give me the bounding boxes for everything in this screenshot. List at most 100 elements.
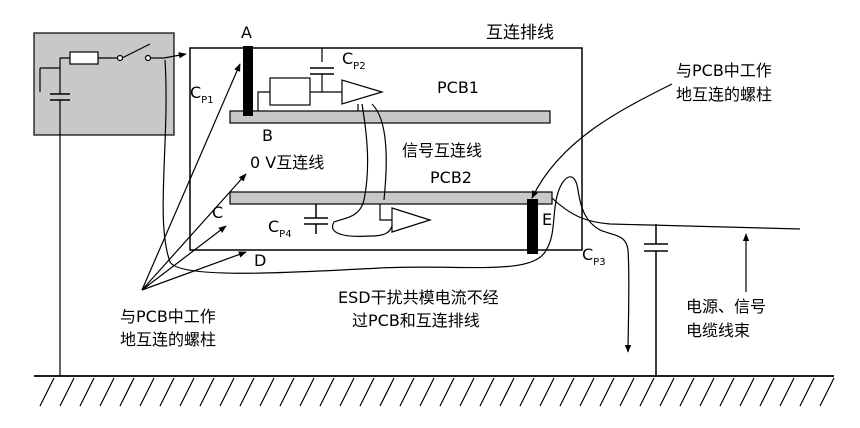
ground-hatch-line bbox=[579, 377, 595, 407]
ground-hatch-line bbox=[139, 377, 155, 407]
switch-icon bbox=[121, 43, 151, 59]
cable-capacitor-icon bbox=[644, 224, 668, 376]
ground-hatch-line bbox=[219, 377, 235, 407]
pcb1: PCB1 A B CP2 bbox=[229, 23, 551, 145]
ground-hatch-line bbox=[199, 377, 215, 407]
zero-v-line-label: 0 V互连线 bbox=[250, 153, 324, 172]
ground-hatch bbox=[39, 377, 835, 407]
ground-hatch-line bbox=[759, 377, 775, 407]
cp1-subscript: P1 bbox=[201, 95, 213, 106]
esd-current-path: CP3 ESD干扰共模电流不经 过PCB和互连排线 bbox=[162, 59, 632, 353]
esd-note-line1: ESD干扰共模电流不经 bbox=[338, 288, 499, 307]
ground-hatch-line bbox=[39, 377, 55, 407]
pcb1-label: PCB1 bbox=[437, 78, 479, 97]
ground-hatch-line bbox=[819, 377, 835, 407]
svg-text:CP3: CP3 bbox=[582, 245, 606, 268]
pcb2-receiver-icon bbox=[391, 207, 432, 233]
ground-hatch-line bbox=[799, 377, 815, 407]
ground-hatch-line bbox=[359, 377, 375, 407]
stud-a-icon bbox=[243, 46, 253, 116]
esd-current-arrow bbox=[162, 59, 632, 353]
ground-hatch-line bbox=[479, 377, 495, 407]
pcb1-driver-icon bbox=[341, 79, 385, 105]
ground-hatch-line bbox=[499, 377, 515, 407]
label-a: A bbox=[241, 23, 252, 42]
label-d: D bbox=[254, 251, 266, 270]
ground-hatch-line bbox=[319, 377, 335, 407]
cp3-label: C bbox=[582, 245, 593, 264]
svg-text:CP4: CP4 bbox=[268, 217, 292, 240]
ground-hatch-line bbox=[659, 377, 675, 407]
ground-hatch-line bbox=[419, 377, 435, 407]
pcb2-board bbox=[229, 191, 553, 205]
label-c: C bbox=[212, 203, 223, 222]
cp1-label: C bbox=[190, 83, 201, 102]
ground-hatch-line bbox=[179, 377, 195, 407]
ground-hatch-line bbox=[159, 377, 175, 407]
title-label: 互连排线 bbox=[486, 23, 554, 43]
ground-hatch-line bbox=[119, 377, 135, 407]
esd-note-line2: 过PCB和互连排线 bbox=[352, 311, 480, 330]
ground-hatch-line bbox=[59, 377, 75, 407]
ground-hatch-line bbox=[699, 377, 715, 407]
signal-interconnect-line bbox=[331, 103, 393, 237]
cp4-subscript: P4 bbox=[279, 229, 291, 240]
ground-hatch-line bbox=[399, 377, 415, 407]
cp2-label: C bbox=[342, 49, 353, 68]
ground-hatch-line bbox=[599, 377, 615, 407]
ground-hatch-line bbox=[519, 377, 535, 407]
cable-line bbox=[551, 197, 801, 230]
esd-generator-box bbox=[33, 32, 175, 136]
ground-hatch-line bbox=[379, 377, 395, 407]
cp4-label: C bbox=[268, 217, 279, 236]
ground-hatch-line bbox=[539, 377, 555, 407]
stud-right-line1: 与PCB中工作 bbox=[676, 61, 772, 80]
svg-text:CP1: CP1 bbox=[190, 83, 214, 106]
signal-line-label: 信号互连线 bbox=[402, 141, 482, 160]
ground-hatch-line bbox=[279, 377, 295, 407]
ground-hatch-line bbox=[719, 377, 735, 407]
ground-hatch-line bbox=[79, 377, 95, 407]
stud-e-icon bbox=[527, 199, 538, 254]
cable-bundle: 电源、信号 电缆线束 bbox=[551, 197, 801, 376]
stud-right-line2: 地互连的螺柱 bbox=[676, 85, 772, 104]
ground-hatch-line bbox=[99, 377, 115, 407]
ground-hatch-line bbox=[679, 377, 695, 407]
label-b: B bbox=[262, 126, 273, 145]
switch-contact-icon bbox=[116, 54, 124, 62]
ground-hatch-line bbox=[239, 377, 255, 407]
ground-hatch-line bbox=[619, 377, 635, 407]
ground-hatch-line bbox=[639, 377, 655, 407]
interconnects: 信号互连线 0 V互连线 bbox=[250, 103, 482, 237]
svg-text:CP2: CP2 bbox=[342, 49, 366, 72]
pcb1-component-icon bbox=[269, 77, 311, 106]
ground-hatch-line bbox=[779, 377, 795, 407]
label-e: E bbox=[542, 210, 552, 229]
ground-hatch-line bbox=[739, 377, 755, 407]
cp2-subscript: P2 bbox=[353, 61, 365, 72]
right-stud-callout: 与PCB中工作 地互连的螺柱 bbox=[531, 61, 772, 199]
cp2-capacitor-icon bbox=[310, 67, 334, 75]
ground-hatch-line bbox=[459, 377, 475, 407]
cable-label-line1: 电源、信号 bbox=[686, 297, 766, 316]
coupling-arrows: CP1 D 与PCB中工作 地互连的螺柱 bbox=[120, 63, 266, 349]
stud-left-line2: 地互连的螺柱 bbox=[120, 330, 216, 349]
pcb2: PCB2 C E CP4 bbox=[212, 168, 553, 254]
ground-hatch-line bbox=[339, 377, 355, 407]
esd-generator bbox=[33, 32, 187, 376]
ground-plane bbox=[34, 375, 835, 407]
cp4-capacitor-icon bbox=[304, 204, 328, 234]
enclosure: 互连排线 bbox=[189, 23, 583, 251]
cp3-subscript: P3 bbox=[593, 257, 605, 268]
ground-hatch-line bbox=[439, 377, 455, 407]
pcb1-board bbox=[229, 110, 551, 124]
cable-label-line2: 电缆线束 bbox=[686, 321, 750, 340]
ground-hatch-line bbox=[559, 377, 575, 407]
ground-hatch-line bbox=[299, 377, 315, 407]
pcb2-label: PCB2 bbox=[430, 168, 472, 187]
stud-left-line1: 与PCB中工作 bbox=[120, 307, 216, 326]
ground-hatch-line bbox=[259, 377, 275, 407]
resistor-icon bbox=[69, 51, 99, 65]
